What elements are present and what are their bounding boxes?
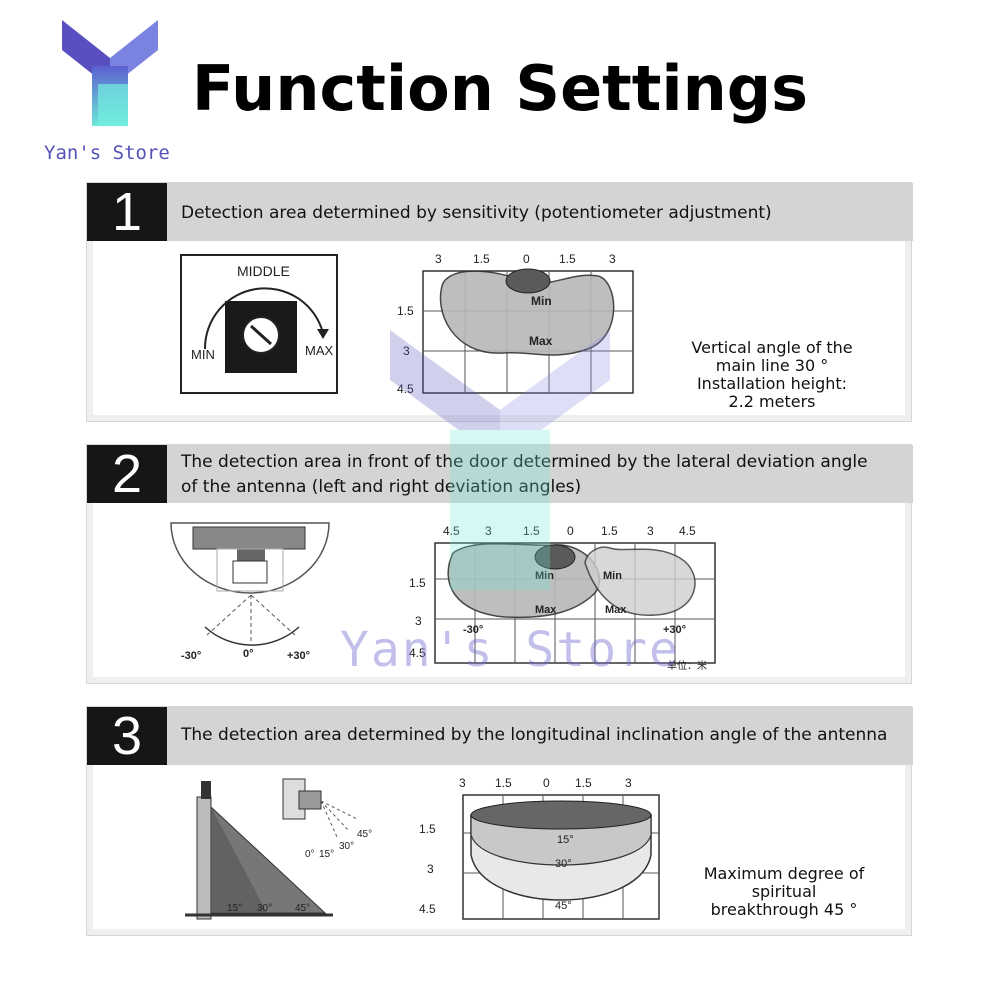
note-line: Maximum degree of bbox=[703, 864, 865, 883]
tick: 3 bbox=[403, 344, 410, 358]
grid-1 bbox=[422, 268, 634, 394]
knob-label-min: MIN bbox=[191, 347, 215, 362]
section-2-number: 2 bbox=[87, 445, 167, 503]
grid-3-label: 30° bbox=[555, 858, 572, 870]
knob-arc bbox=[203, 287, 324, 350]
grid-1-top-ticks: 3 1.5 0 1.5 3 bbox=[435, 252, 616, 266]
heading-line: The detection area in front of the door … bbox=[181, 452, 868, 472]
tick: 4.5 bbox=[679, 524, 696, 538]
angle-label: -30° bbox=[181, 650, 201, 662]
note-line: main line 30 ° bbox=[715, 356, 829, 375]
grid-3-side-ticks: 1.5 3 4.5 bbox=[419, 822, 436, 916]
grid-2-label: +30° bbox=[663, 624, 686, 636]
tick: 1.5 bbox=[409, 576, 426, 590]
grid-2-unit: 单位：米 bbox=[667, 659, 707, 672]
note-line: Vertical angle of the bbox=[691, 338, 853, 357]
tick: 3 bbox=[435, 252, 442, 266]
grid-2-side-ticks: 1.5 3 4.5 bbox=[409, 576, 426, 660]
watermark-logo-icon bbox=[390, 330, 610, 590]
tick: 1.5 bbox=[473, 252, 490, 266]
grid-1-label-min: Min bbox=[531, 294, 552, 308]
grid-2-label: Max bbox=[605, 604, 627, 616]
note-line: spiritual bbox=[751, 882, 817, 901]
section-3-number: 3 bbox=[87, 707, 167, 765]
grid-3-label: 15° bbox=[557, 834, 574, 846]
sensor-angle-label: 30° bbox=[339, 841, 354, 852]
tick: 3 bbox=[427, 862, 434, 876]
tick: 3 bbox=[485, 524, 492, 538]
section-2: 2 The detection area in front of the doo… bbox=[86, 444, 913, 684]
tick: 1.5 bbox=[495, 776, 512, 790]
heading-line: of the antenna (left and right deviation… bbox=[181, 477, 582, 497]
section-3-diagram: 15° 30° 45° 0° 15° 30° 45° 3 1.5 0 1.5 3 bbox=[185, 776, 660, 920]
section-3-heading: The detection area determined by the lon… bbox=[181, 725, 888, 745]
side-angle-label: 15° bbox=[227, 903, 242, 914]
grid-1-label-max: Max bbox=[529, 334, 553, 348]
tick: 3 bbox=[609, 252, 616, 266]
tick: 3 bbox=[415, 614, 422, 628]
section-3: 3 The detection area determined by the l… bbox=[86, 706, 913, 936]
note-line: breakthrough 45 ° bbox=[710, 900, 858, 919]
logo-text: Yan's Store bbox=[44, 142, 170, 164]
tick: 1.5 bbox=[523, 524, 540, 538]
section-1: 1 Detection area determined by sensitivi… bbox=[86, 182, 913, 422]
grid-2-label: Min bbox=[535, 570, 554, 582]
page-title: Function Settings bbox=[191, 52, 809, 125]
tick: 3 bbox=[625, 776, 632, 790]
knob-label-middle: MIDDLE bbox=[237, 263, 290, 279]
grid-3-label: 45° bbox=[555, 900, 572, 912]
section-3-header bbox=[87, 707, 913, 765]
section-1-header bbox=[87, 183, 913, 241]
section-2-heading: The detection area in front of the door … bbox=[181, 450, 868, 500]
grid-1-side-ticks: 1.5 3 4.5 bbox=[397, 304, 414, 396]
section-3-note: Maximum degree of spiritual breakthrough… bbox=[673, 865, 895, 919]
grid-2-label: -30° bbox=[463, 624, 483, 636]
grid-3-top-ticks: 3 1.5 0 1.5 3 bbox=[459, 776, 632, 790]
tick: 0 bbox=[523, 252, 530, 266]
tick: 1.5 bbox=[397, 304, 414, 318]
y-logo-icon bbox=[62, 20, 158, 126]
tick: 3 bbox=[459, 776, 466, 790]
section-1-number: 1 bbox=[87, 183, 167, 241]
watermark-text: Yan's Store bbox=[340, 622, 680, 678]
tick: 1.5 bbox=[419, 822, 436, 836]
section-2-diagram: -30° 0° +30° 4.5 3 1.5 0 1.5 3 4.5 1.5 3… bbox=[170, 522, 716, 672]
grid-2-label: Max bbox=[535, 604, 557, 616]
tick: 0 bbox=[567, 524, 574, 538]
grid-3 bbox=[462, 794, 660, 920]
side-angle-label: 30° bbox=[257, 903, 272, 914]
grid-2-label: Min bbox=[603, 570, 622, 582]
tick: 0 bbox=[543, 776, 550, 790]
tick: 3 bbox=[647, 524, 654, 538]
side-angle-label: 45° bbox=[295, 903, 310, 914]
section-2-header bbox=[87, 445, 913, 503]
tick: 4.5 bbox=[409, 646, 426, 660]
tick: 4.5 bbox=[419, 902, 436, 916]
section-1-heading: Detection area determined by sensitivity… bbox=[181, 203, 772, 223]
tick: 4.5 bbox=[443, 524, 460, 538]
grid-2-top-ticks: 4.5 3 1.5 0 1.5 3 4.5 bbox=[443, 524, 696, 538]
tick: 1.5 bbox=[575, 776, 592, 790]
sensor-angle-label: 45° bbox=[357, 829, 372, 840]
grid-2 bbox=[434, 542, 716, 664]
note-line: 2.2 meters bbox=[728, 392, 816, 411]
tick: 4.5 bbox=[397, 382, 414, 396]
tick: 1.5 bbox=[601, 524, 618, 538]
sensor-angle-label: 15° bbox=[319, 849, 334, 860]
section-1-note: Vertical angle of the main line 30 ° Ins… bbox=[657, 339, 887, 411]
section-1-diagram: MIDDLE MIN MAX 3 1.5 0 1.5 3 1.5 3 4.5 M… bbox=[180, 252, 634, 396]
knob-label-max: MAX bbox=[305, 343, 334, 358]
angle-label: 0° bbox=[243, 648, 254, 660]
angle-label: +30° bbox=[287, 650, 310, 662]
sensor-angle-label: 0° bbox=[305, 849, 315, 860]
tick: 1.5 bbox=[559, 252, 576, 266]
note-line: Installation height: bbox=[696, 374, 848, 393]
